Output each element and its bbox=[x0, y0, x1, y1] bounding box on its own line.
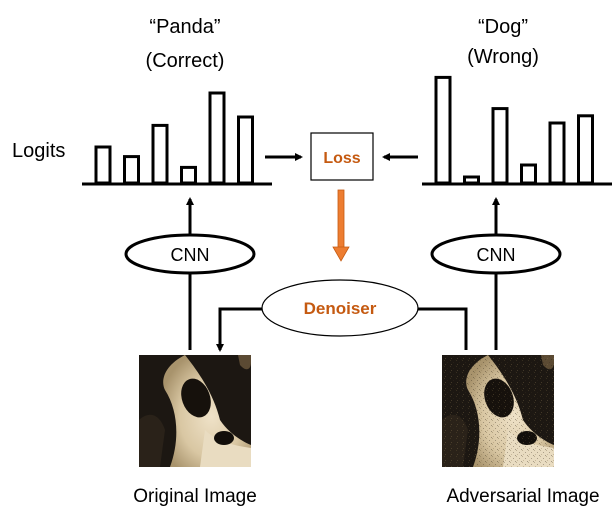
denoiser-to-original-arrow bbox=[216, 307, 264, 352]
right-logit-bar-3 bbox=[491, 107, 509, 185]
loss-to-denoiser-arrow bbox=[332, 189, 350, 262]
left-cnn-node bbox=[124, 233, 256, 275]
right-logit-bar-4 bbox=[520, 163, 537, 185]
left-logit-bar-1 bbox=[94, 145, 112, 185]
left-class-name: “Panda” bbox=[149, 16, 220, 38]
right-cnn-node bbox=[430, 233, 562, 275]
loss-label: Loss bbox=[323, 150, 360, 167]
left-logit-bar-6 bbox=[237, 115, 254, 185]
left-logit-bar-5 bbox=[208, 91, 226, 185]
left-logit-bar-3 bbox=[151, 123, 169, 185]
denoiser-node bbox=[261, 279, 419, 337]
logits-label: Logits bbox=[12, 140, 65, 162]
original-image-caption: Original Image bbox=[133, 486, 257, 507]
loss-box bbox=[310, 132, 374, 181]
original-image bbox=[139, 355, 251, 467]
left-logit-bar-2 bbox=[123, 155, 140, 185]
right-logit-bar-5 bbox=[548, 121, 566, 185]
right-logit-bar-1 bbox=[434, 75, 452, 185]
right-class-name: “Dog” bbox=[478, 16, 528, 38]
right-cnn-label: CNN bbox=[477, 245, 516, 265]
left-logit-bar-4 bbox=[180, 165, 197, 185]
right-logits-chart bbox=[434, 75, 594, 185]
denoiser-label: Denoiser bbox=[304, 299, 377, 318]
adversarial-image-caption: Adversarial Image bbox=[446, 486, 599, 507]
right-class-status: (Wrong) bbox=[467, 46, 539, 68]
right-logit-bar-6 bbox=[577, 114, 594, 185]
left-cnn-label: CNN bbox=[171, 245, 210, 265]
left-logits-chart bbox=[94, 91, 254, 185]
adversarial-image bbox=[442, 355, 554, 467]
adversarial-to-denoiser-line bbox=[418, 307, 468, 350]
right-logit-bar-2 bbox=[463, 175, 480, 185]
left-class-status: (Correct) bbox=[146, 50, 225, 72]
